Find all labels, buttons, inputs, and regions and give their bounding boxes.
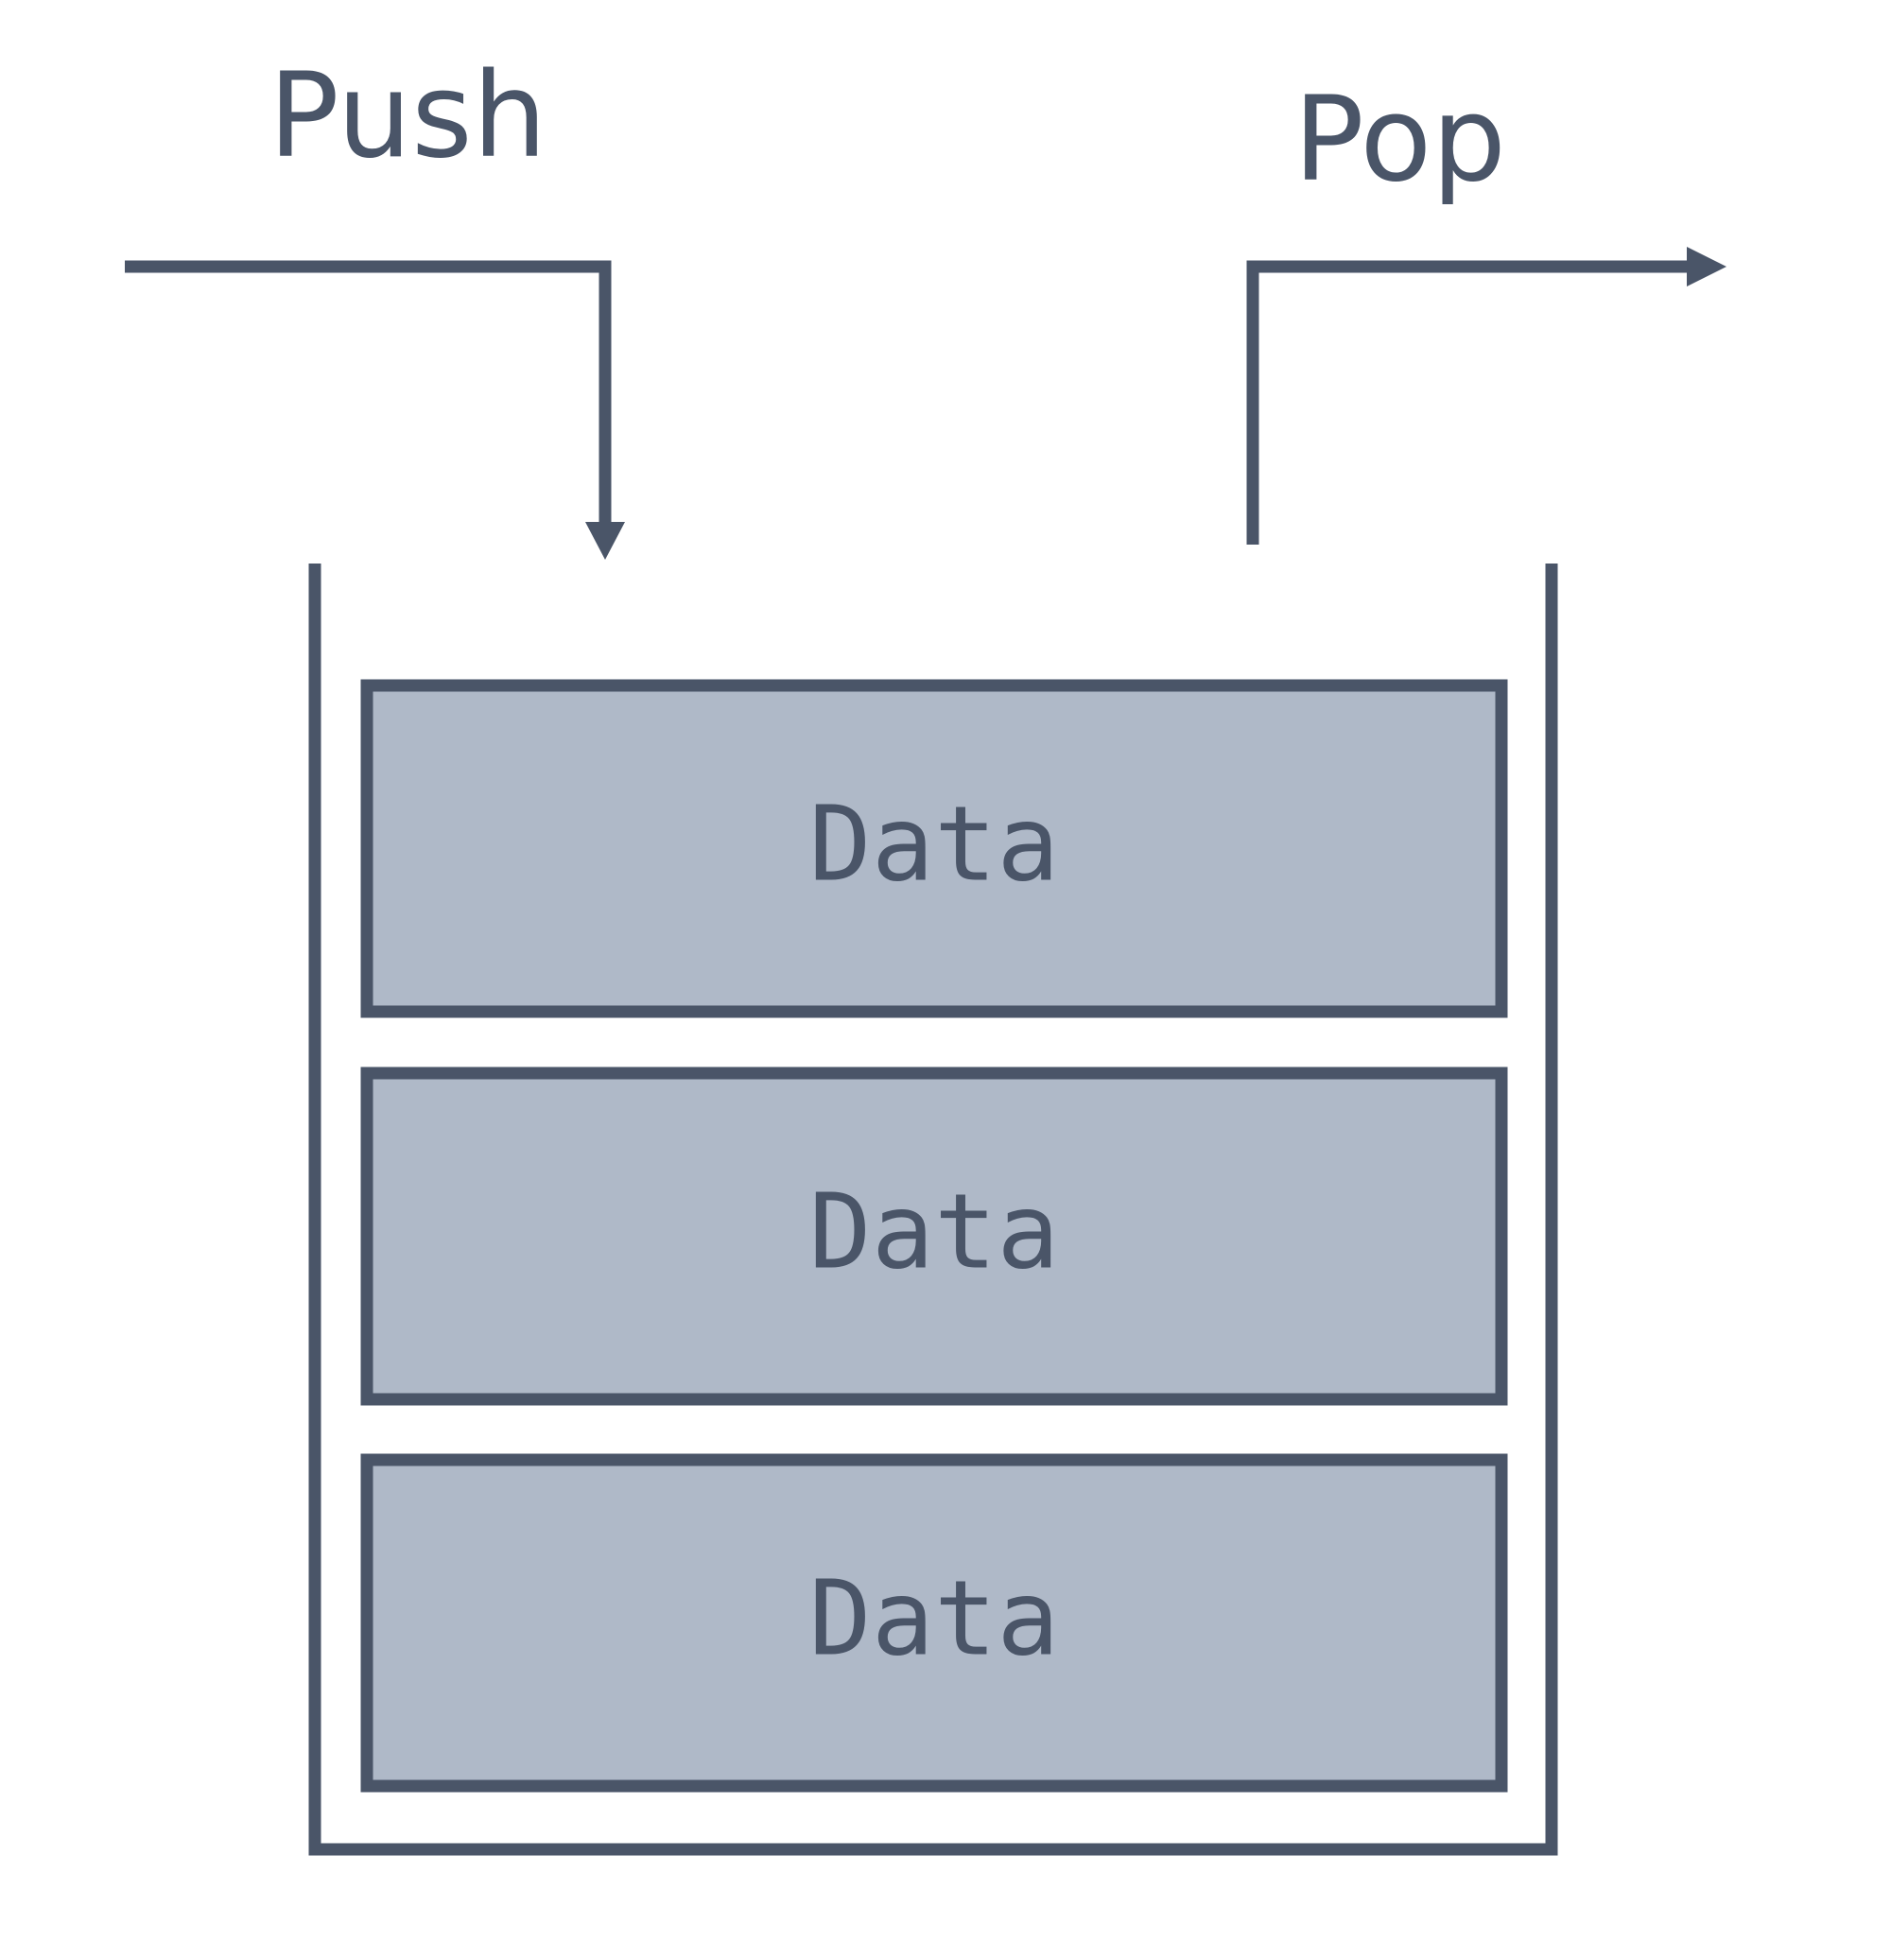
stack-item-box xyxy=(360,1067,1508,1406)
stack-item-label: Data xyxy=(809,783,1060,904)
pop-arrowhead-icon xyxy=(1687,247,1726,286)
stack-item: Data xyxy=(360,1453,1508,1793)
pop-label: Pop xyxy=(1293,72,1506,208)
stack-item-box xyxy=(360,679,1508,1018)
push-arrow-line xyxy=(125,260,612,528)
stack-item: Data xyxy=(360,1067,1508,1406)
stack-item-label: Data xyxy=(809,1557,1060,1678)
stack-item-box xyxy=(360,1453,1508,1793)
push-label: Push xyxy=(269,48,546,184)
stack-item-label: Data xyxy=(809,1171,1060,1292)
stack-container xyxy=(308,564,1558,1856)
pop-arrow-line xyxy=(1246,260,1692,545)
push-arrowhead-icon xyxy=(585,522,625,560)
stack-item: Data xyxy=(360,679,1508,1018)
